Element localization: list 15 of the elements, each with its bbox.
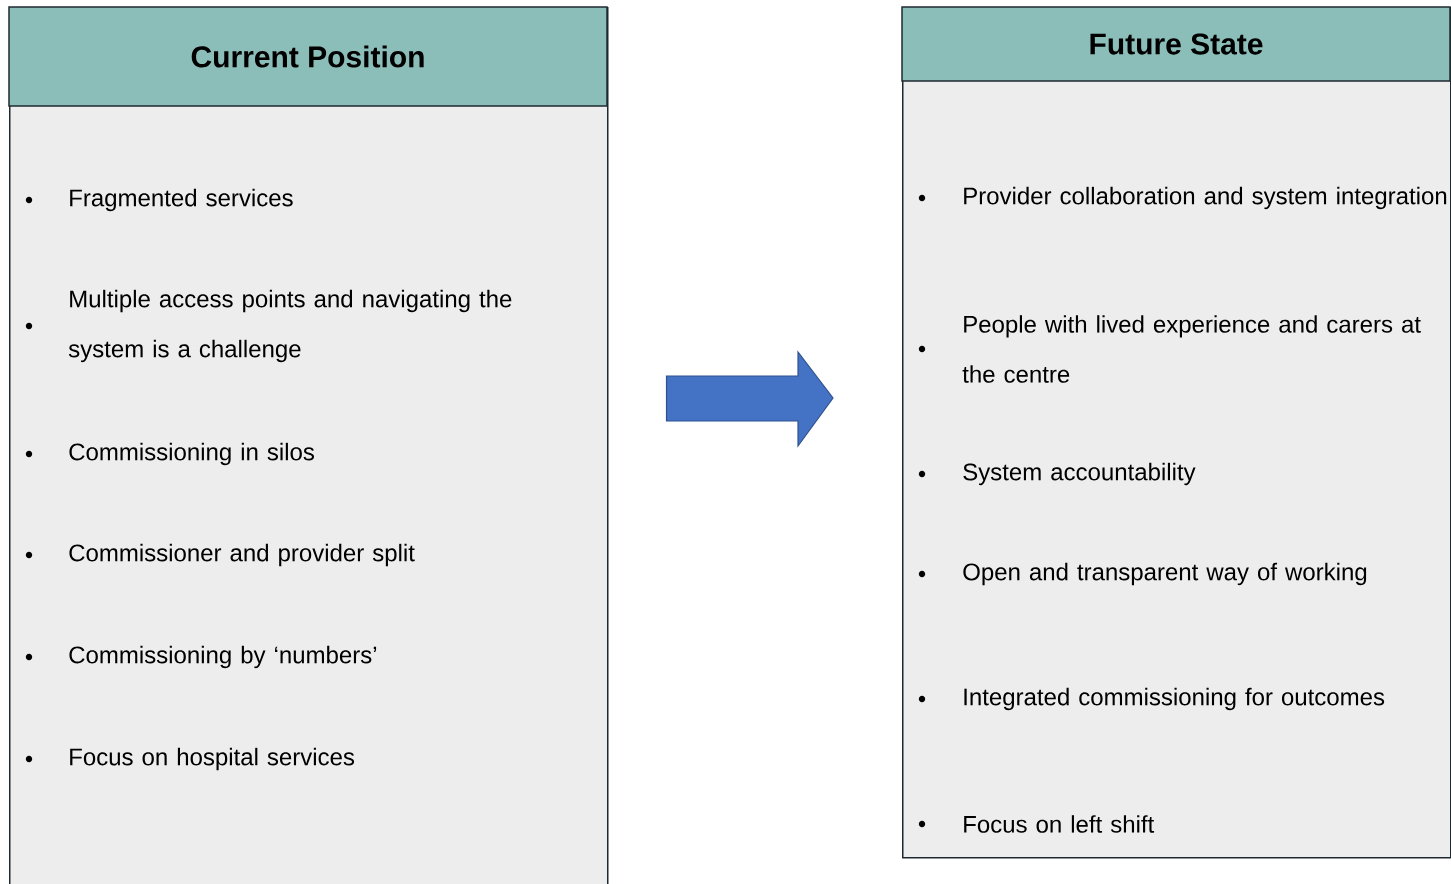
panel-heading: Future State: [1090, 33, 1263, 55]
bullet-text: Multiple access points and navigating the system is a challenge: [68, 289, 512, 363]
bullet-text: Open and transparent way of working: [963, 562, 1367, 586]
bullet-text: Focus on hospital services: [70, 747, 355, 771]
bullet-text: Focus on left shift: [964, 815, 1155, 833]
bullet-text: Commissioner and provider split: [69, 543, 415, 567]
bullet-text: Commissioning by ‘numbers’: [69, 645, 377, 669]
bullet-text: People with lived experience and carers at the centre: [962, 315, 1421, 383]
bullet-text: System accountability: [963, 462, 1196, 486]
bullet-text: Integrated commissioning for outcomes: [964, 687, 1385, 711]
bullet-text: Commissioning in silos: [69, 442, 314, 466]
panel-heading: Current Position: [191, 45, 424, 68]
bullet-text: Provider collaboration and system integration: [964, 186, 1447, 210]
bullet-text: Fragmented services: [70, 188, 293, 212]
block-arrow: [665, 350, 834, 448]
